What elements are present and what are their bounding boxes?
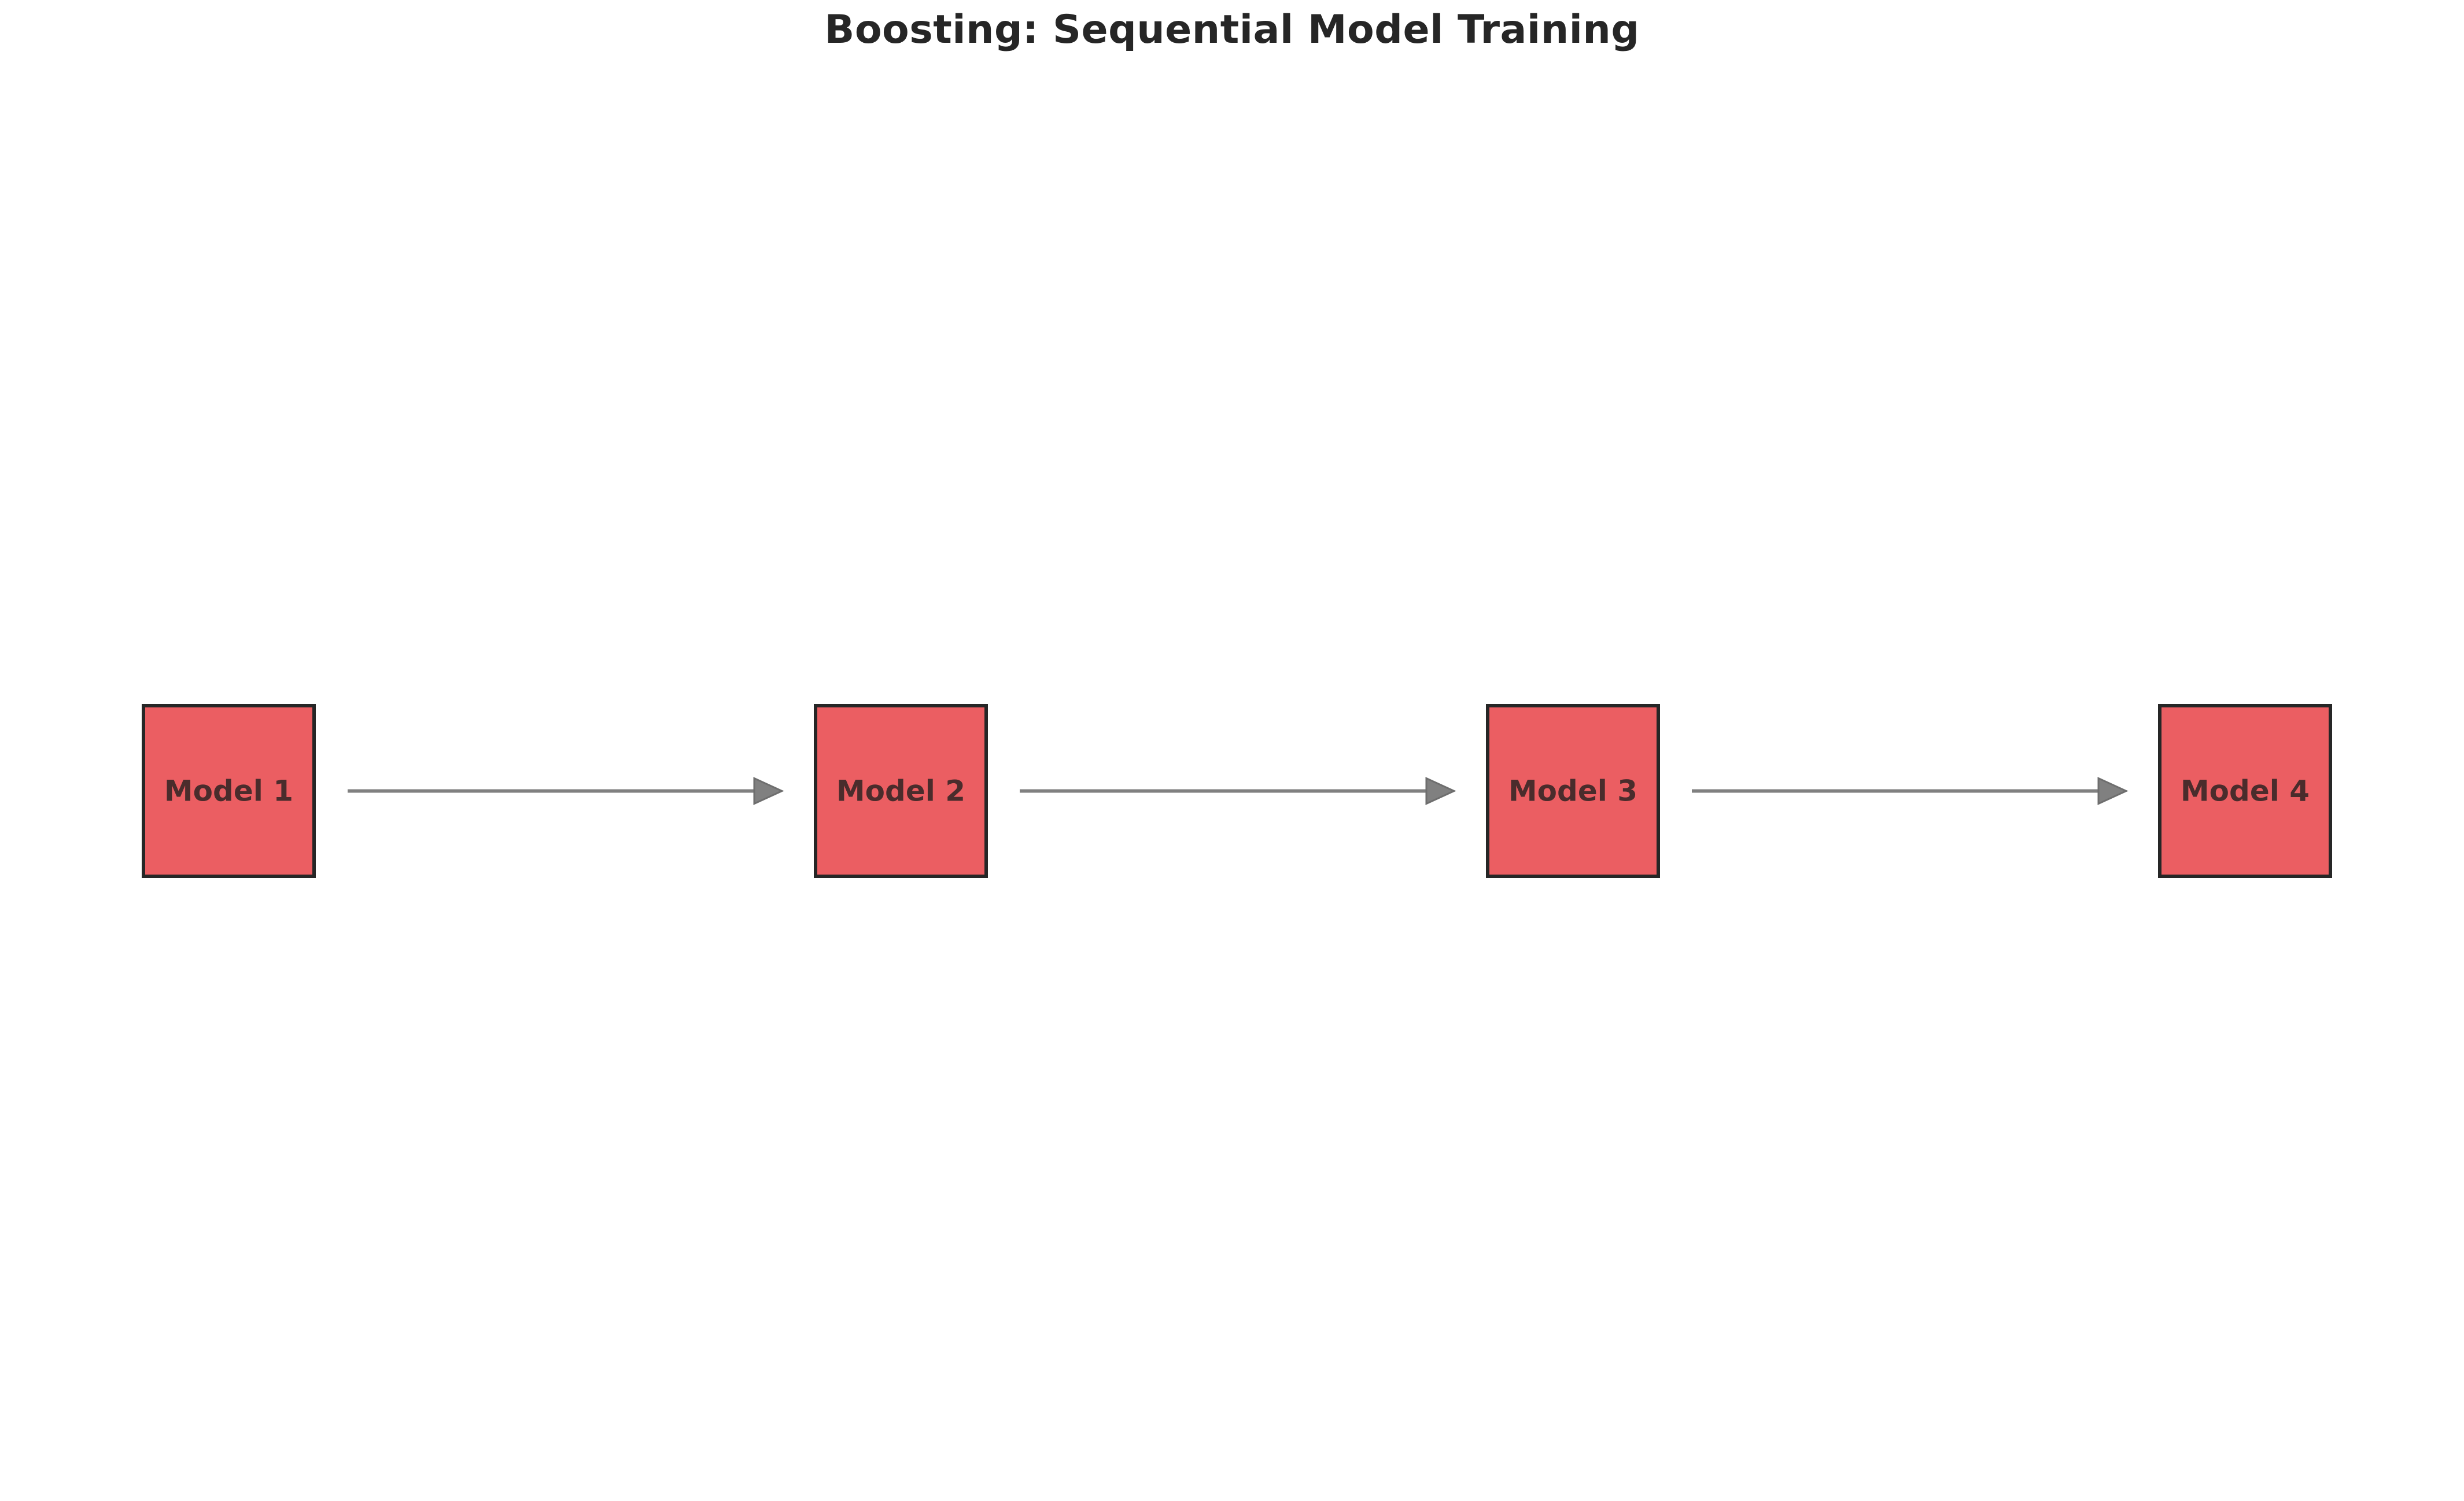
node-model-3: Model 3 — [1486, 704, 1660, 878]
edge-model-1-to-model-2 — [348, 777, 784, 805]
edge-model-3-to-model-4 — [1692, 777, 2129, 805]
node-box — [1486, 704, 1660, 878]
arrowhead-icon — [1425, 777, 1456, 805]
edges-layer — [348, 777, 2129, 805]
node-label: Model 3 — [1508, 775, 1637, 808]
node-model-1: Model 1 — [142, 704, 316, 878]
arrowhead-icon — [753, 777, 784, 805]
node-label: Model 2 — [836, 775, 965, 808]
node-box — [142, 704, 316, 878]
nodes-layer: Model 1 Model 2 Model 3 Model 4 — [142, 704, 2332, 878]
node-model-2: Model 2 — [814, 704, 988, 878]
node-box — [2158, 704, 2332, 878]
node-label: Model 4 — [2181, 775, 2310, 808]
node-model-4: Model 4 — [2158, 704, 2332, 878]
node-label: Model 1 — [164, 775, 293, 808]
arrowhead-icon — [2097, 777, 2129, 805]
edge-model-2-to-model-3 — [1020, 777, 1456, 805]
diagram-title: Boosting: Sequential Model Training — [824, 7, 1640, 53]
node-box — [814, 704, 988, 878]
